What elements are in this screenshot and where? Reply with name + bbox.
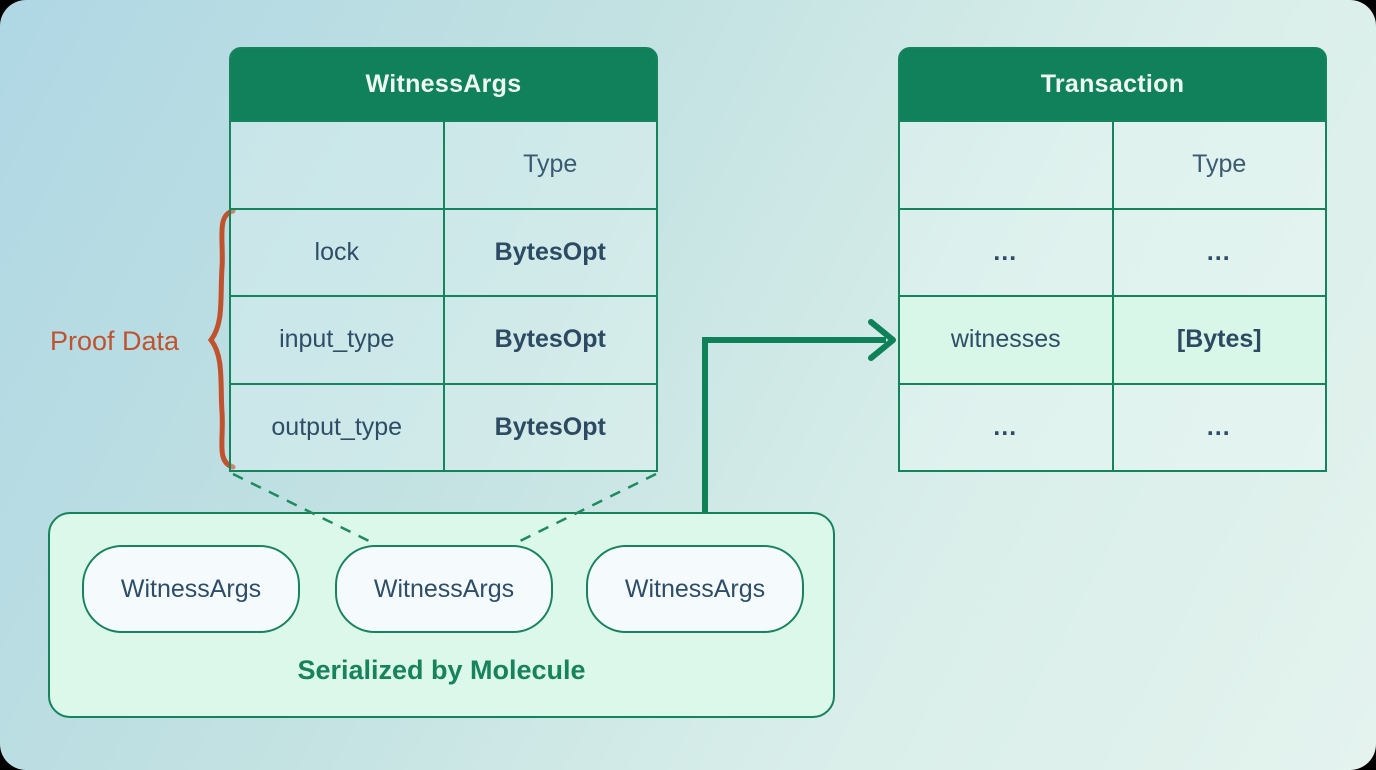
serialized-caption: Serialized by Molecule bbox=[297, 655, 586, 685]
table-row: lock BytesOpt bbox=[231, 207, 656, 295]
transaction-table: Transaction Type … … witnesses [Bytes] …… bbox=[898, 47, 1327, 472]
type-cell: BytesOpt bbox=[442, 384, 656, 470]
field-cell: … bbox=[900, 384, 1112, 470]
table-row: output_type BytesOpt bbox=[231, 382, 656, 470]
table-title-text: Transaction bbox=[1040, 70, 1185, 98]
field-cell: input_type bbox=[231, 297, 443, 383]
type-cell: [Bytes] bbox=[1111, 297, 1325, 383]
type-header-cell: Type bbox=[1111, 122, 1325, 208]
field-cell: lock bbox=[231, 209, 443, 295]
table-title-text: WitnessArgs bbox=[365, 70, 522, 98]
type-cell: … bbox=[1111, 384, 1325, 470]
type-cell: BytesOpt bbox=[442, 297, 656, 383]
table-row: Type bbox=[900, 120, 1325, 208]
empty-cell bbox=[900, 122, 1112, 208]
field-cell: … bbox=[900, 209, 1112, 295]
witnesses-arrow bbox=[702, 337, 886, 513]
field-cell: witnesses bbox=[900, 297, 1112, 383]
witnessargs-pill: WitnessArgs bbox=[586, 545, 804, 633]
arrow-head-icon bbox=[868, 319, 896, 361]
proof-data-label: Proof Data bbox=[50, 326, 180, 356]
table-row: Type bbox=[231, 120, 656, 208]
empty-cell bbox=[231, 122, 443, 208]
witnessargs-table-title: WitnessArgs bbox=[231, 49, 656, 120]
table-row: … … bbox=[900, 382, 1325, 470]
witnesses-row: witnesses [Bytes] bbox=[900, 295, 1325, 383]
type-cell: BytesOpt bbox=[442, 209, 656, 295]
witnessargs-table: WitnessArgs Type lock BytesOpt input_typ… bbox=[229, 47, 658, 472]
type-header-cell: Type bbox=[442, 122, 656, 208]
table-row: input_type BytesOpt bbox=[231, 295, 656, 383]
transaction-table-title: Transaction bbox=[900, 49, 1325, 120]
witnessargs-pill: WitnessArgs bbox=[82, 545, 300, 633]
type-cell: … bbox=[1111, 209, 1325, 295]
table-row: … … bbox=[900, 207, 1325, 295]
witnessargs-pill: WitnessArgs bbox=[335, 545, 553, 633]
field-cell: output_type bbox=[231, 384, 443, 470]
serialized-box: WitnessArgs WitnessArgs WitnessArgs Seri… bbox=[48, 512, 835, 718]
